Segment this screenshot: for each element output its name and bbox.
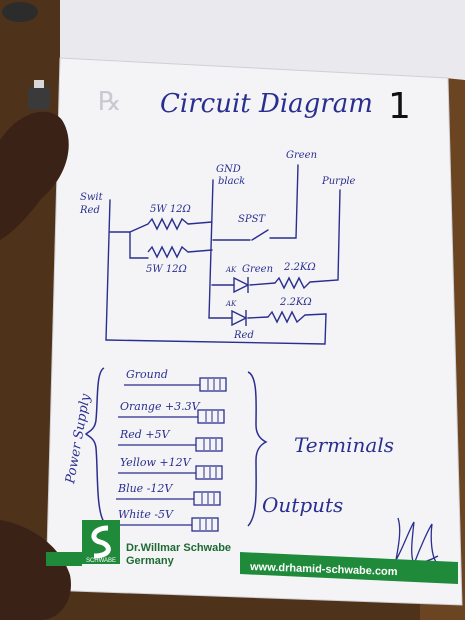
- connector-plug-icon: [195, 465, 223, 480]
- outputs-label: Outputs: [262, 493, 343, 517]
- power-supply-bracket: [84, 367, 105, 523]
- wire: [247, 316, 269, 319]
- led-red-tag: AK: [225, 300, 237, 308]
- wire: [105, 199, 111, 341]
- power-row-label: Blue -12V: [117, 482, 173, 495]
- back-page: [60, 0, 465, 80]
- green-wire-label: Green: [286, 150, 317, 161]
- led-red-symbol: [231, 309, 248, 327]
- notepad-edge: [45, 57, 463, 606]
- website-url: www.drhamid-schwabe.com: [249, 561, 398, 578]
- schwabe-logo: SCHWABE: [82, 520, 120, 564]
- wire: [304, 313, 327, 316]
- wire: [251, 229, 269, 241]
- wire: [309, 189, 341, 283]
- connector-plug-icon: [197, 409, 225, 424]
- background-object: [2, 2, 38, 22]
- rx-watermark: ℞: [98, 87, 121, 117]
- wire: [187, 221, 213, 225]
- connector-plug-icon: [193, 491, 221, 506]
- notepad-page: [46, 58, 462, 605]
- footer-stripe-left: [46, 552, 82, 566]
- resistor-r4-symbol: [267, 310, 306, 324]
- black-label: black: [218, 176, 245, 187]
- power-row-label: White -5V: [118, 508, 174, 521]
- resistor-r4-label: 2.2KΩ: [279, 297, 312, 308]
- page-number: 1: [388, 86, 411, 127]
- led-red-label: Red: [233, 330, 254, 341]
- led-green-symbol: [233, 276, 250, 294]
- terminals-bracket: [247, 371, 268, 527]
- resistor-r1-symbol: [147, 217, 189, 231]
- finger: [0, 520, 71, 620]
- logo-text: SCHWABE: [86, 558, 116, 564]
- switch-label: Swit: [80, 192, 104, 203]
- wire: [208, 179, 214, 319]
- gnd-label: GND: [216, 164, 241, 175]
- connector-plug-icon: [199, 377, 227, 392]
- terminals-label: Terminals: [294, 433, 394, 457]
- power-row-label: Ground: [126, 368, 168, 381]
- power-row-label: Red +5V: [119, 428, 171, 441]
- spst-label: SPST: [238, 214, 266, 225]
- brand-country: Germany: [126, 555, 175, 567]
- circuit-wiring: [105, 164, 341, 345]
- switch-red-label: Red: [79, 205, 100, 216]
- power-row-label: Yellow +12V: [120, 456, 192, 469]
- resistor-r1-label: 5W 12Ω: [150, 204, 191, 215]
- logo-s-mark: [91, 525, 111, 559]
- website-banner: [240, 552, 458, 584]
- resistor-r2-label: 5W 12Ω: [146, 264, 187, 275]
- connector-plug-icon: [195, 437, 223, 452]
- connector-plug-icon: [191, 517, 219, 532]
- wire: [105, 313, 327, 345]
- wire: [187, 249, 213, 253]
- purple-wire-label: Purple: [321, 176, 356, 187]
- resistor-r3-label: 2.2KΩ: [283, 262, 316, 273]
- wire: [109, 231, 149, 259]
- wire: [249, 282, 276, 286]
- power-row-label: Orange +3.3V: [120, 400, 201, 413]
- background-object: [34, 80, 44, 88]
- thumb: [0, 111, 69, 240]
- resistor-r3-symbol: [274, 276, 311, 290]
- wire: [129, 223, 149, 233]
- wire: [269, 164, 299, 239]
- diagram-title: Circuit Diagram: [160, 89, 373, 119]
- resistor-r2-symbol: [147, 245, 189, 259]
- background-object: [28, 86, 50, 110]
- led-green-label: Green: [242, 264, 273, 275]
- brand-name: Dr.Willmar Schwabe: [126, 542, 231, 554]
- led-green-tag: AK: [225, 266, 237, 274]
